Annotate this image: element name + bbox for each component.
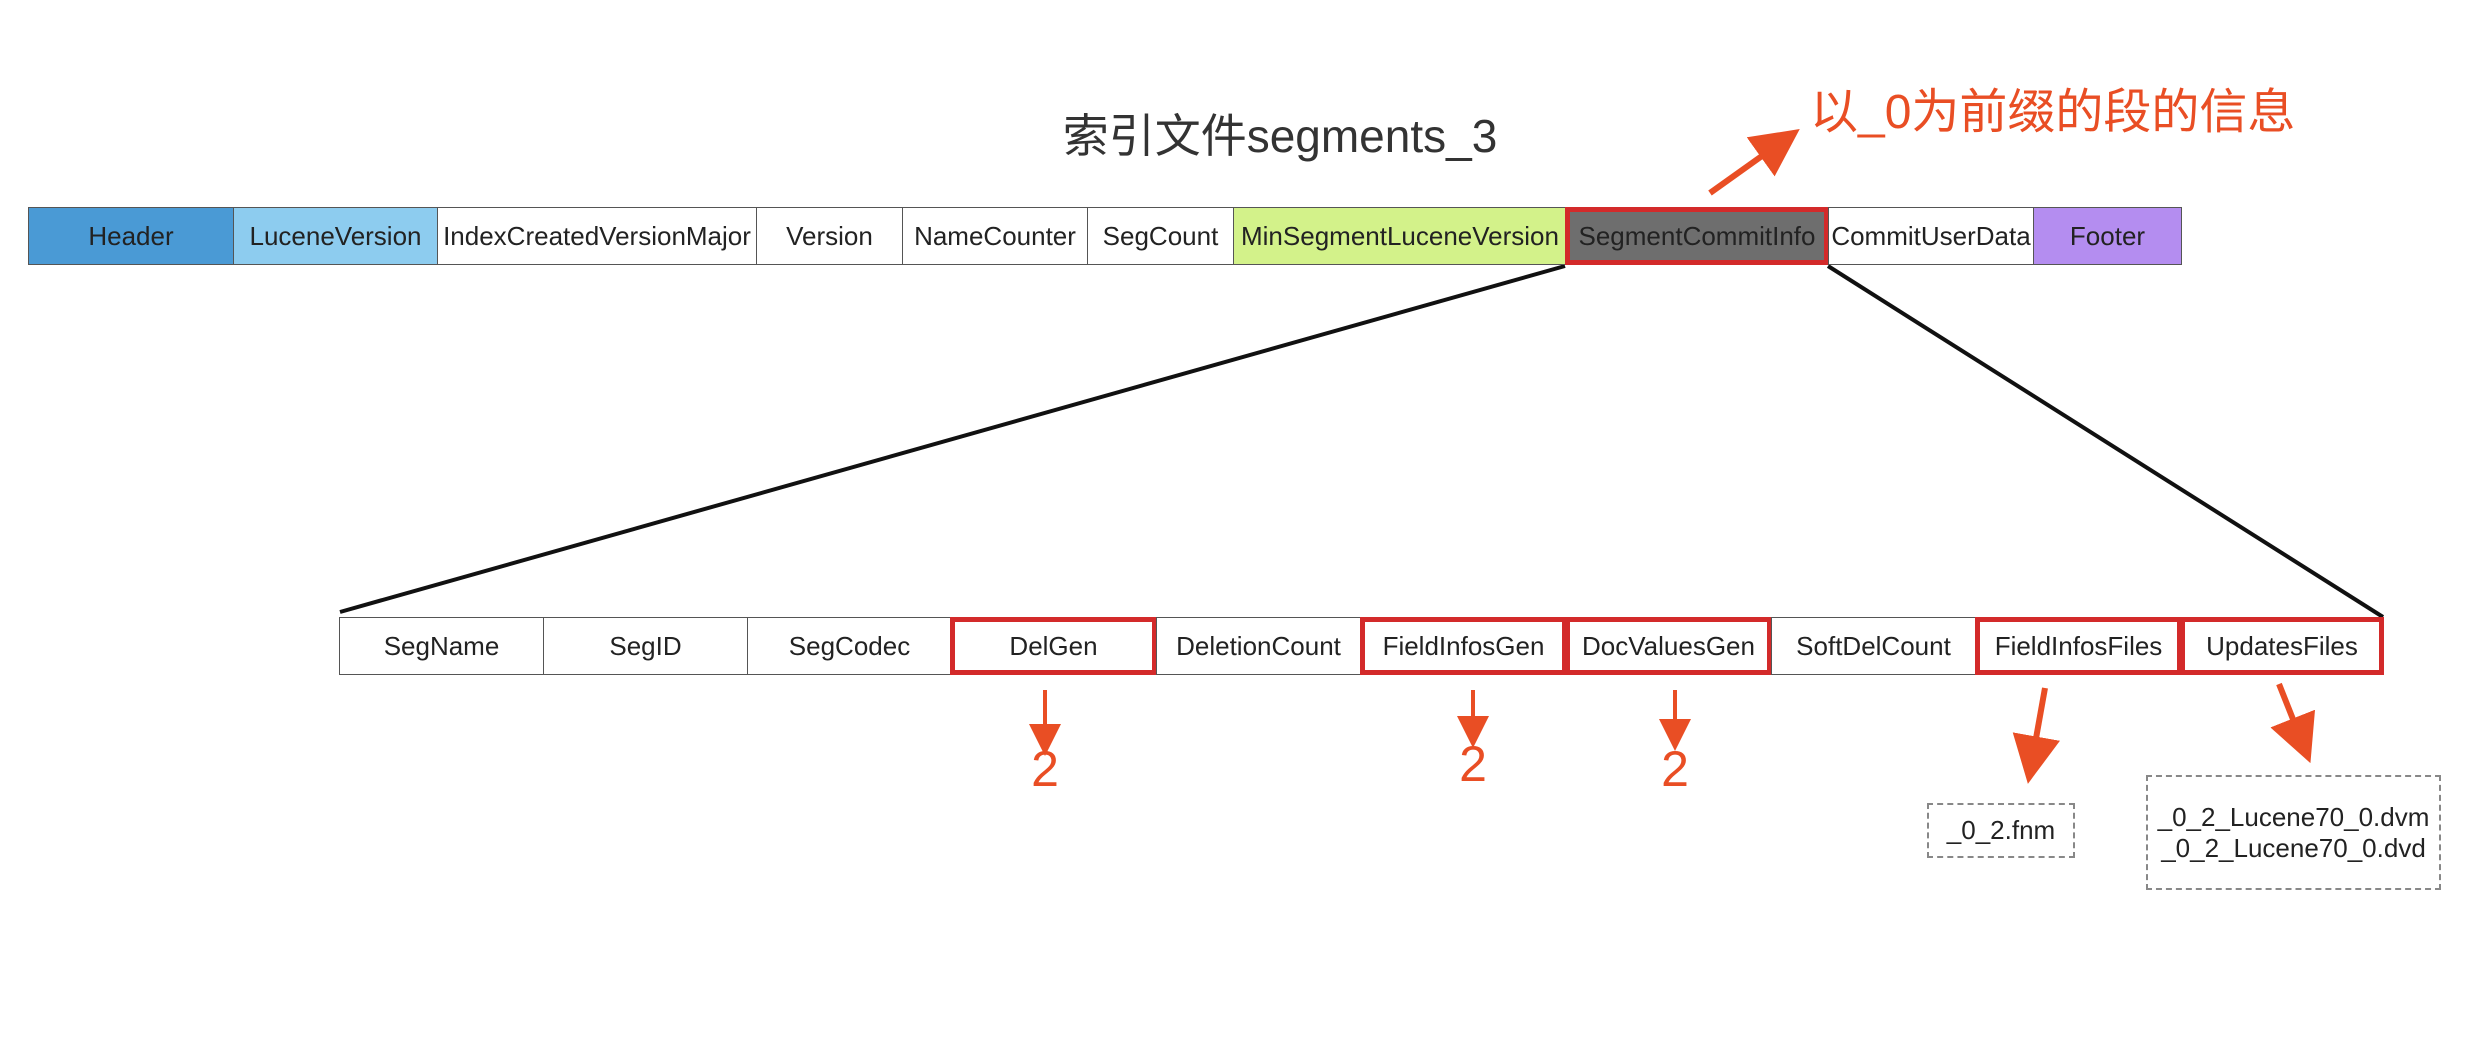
doc-values-gen-value: 2: [1661, 741, 1689, 797]
lucene-version-cell: LuceneVersion: [233, 207, 438, 265]
seg-id-cell: SegID: [543, 617, 748, 675]
fieldinfosfiles-arrow: [2012, 687, 2060, 784]
field-infos-files-cell: FieldInfosFiles: [1975, 617, 2182, 675]
segment-commit-info-row: SegName SegID SegCodec DelGen DeletionCo…: [339, 617, 2384, 675]
soft-del-count-cell: SoftDelCount: [1771, 617, 1976, 675]
deletion-count-cell: DeletionCount: [1156, 617, 1361, 675]
updates-files-box: _0_2_Lucene70_0.dvm _0_2_Lucene70_0.dvd: [2146, 775, 2441, 890]
callout-text: 以_0为前缀的段的信息: [1810, 86, 2296, 139]
diagram-title: 索引文件segments_3: [1062, 110, 1498, 162]
seg-codec-cell: SegCodec: [747, 617, 952, 675]
header-cell: Header: [28, 207, 234, 265]
field-infos-files-box: _0_2.fnm: [1927, 803, 2075, 858]
footer-cell: Footer: [2033, 207, 2182, 265]
version-cell: Version: [756, 207, 903, 265]
name-counter-cell: NameCounter: [902, 207, 1088, 265]
doc-values-gen-cell: DocValuesGen: [1565, 617, 1772, 675]
expand-line-left: [339, 264, 1566, 614]
segment-commit-info-cell: SegmentCommitInfo: [1565, 207, 1829, 265]
seg-count-cell: SegCount: [1087, 207, 1234, 265]
min-segment-lucene-version-cell: MinSegmentLuceneVersion: [1233, 207, 1567, 265]
updates-file-0: _0_2_Lucene70_0.dvm: [2157, 801, 2430, 832]
updates-files-cell: UpdatesFiles: [2180, 617, 2384, 675]
field-infos-gen-cell: FieldInfosGen: [1360, 617, 1567, 675]
segments-file-row: Header LuceneVersion IndexCreatedVersion…: [28, 207, 2182, 265]
updates-file-1: _0_2_Lucene70_0.dvd: [2161, 832, 2426, 863]
field-infos-gen-value: 2: [1459, 736, 1487, 792]
field-infos-file-0: _0_2.fnm: [1946, 815, 2056, 845]
del-gen-value: 2: [1031, 741, 1059, 797]
callout-arrow: [1708, 129, 1800, 196]
updatesfiles-arrow: [2270, 682, 2316, 764]
index-created-version-major-cell: IndexCreatedVersionMajor: [437, 207, 757, 265]
expand-line-right: [1826, 264, 2385, 619]
del-gen-cell: DelGen: [950, 617, 1157, 675]
seg-name-cell: SegName: [339, 617, 544, 675]
commit-user-data-cell: CommitUserData: [1828, 207, 2034, 265]
